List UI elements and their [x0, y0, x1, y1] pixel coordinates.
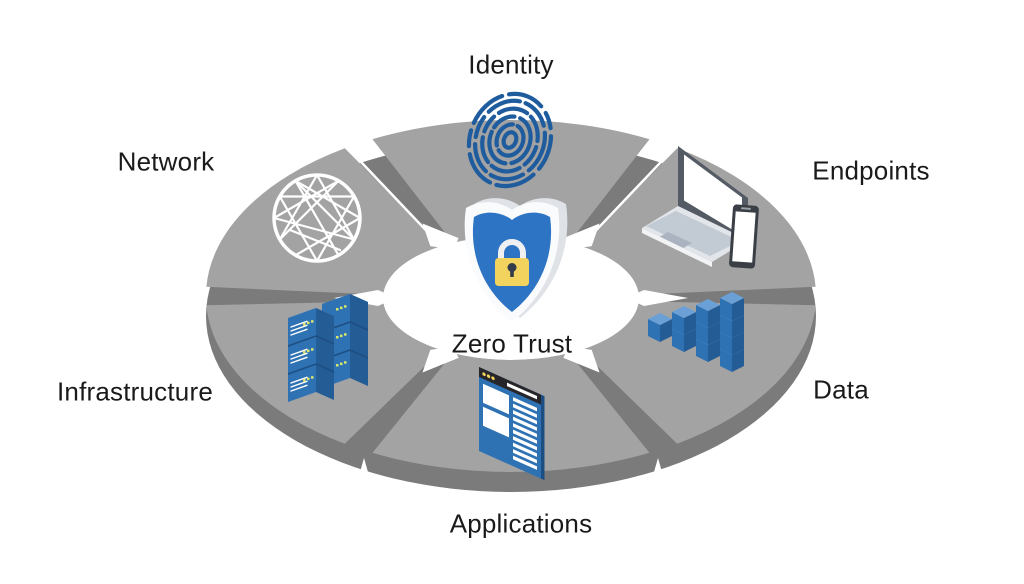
label-endpoints: Endpoints: [812, 155, 930, 186]
fingerprint-icon: [466, 91, 554, 189]
label-data: Data: [813, 374, 869, 405]
shield-lock-icon: [464, 198, 568, 322]
server-rack-icon: [287, 294, 369, 402]
label-identity: Identity: [468, 49, 554, 80]
center-label: Zero Trust: [451, 328, 573, 359]
padlock: [495, 239, 529, 286]
server-leds: [336, 305, 347, 367]
app-window-icon: [479, 367, 545, 481]
server-leds: [303, 320, 314, 382]
label-infrastructure: Infrastructure: [57, 376, 213, 407]
segment-data: [580, 301, 816, 444]
divider-highlight: [585, 149, 674, 242]
segment-identity: [372, 120, 650, 243]
label-applications: Applications: [449, 508, 593, 539]
phone-icon: [729, 204, 759, 269]
server-vents: [290, 320, 308, 392]
divider-highlight: [348, 149, 437, 242]
segment-network: [206, 148, 442, 295]
laptop-icon: [642, 146, 748, 267]
label-network: Network: [117, 146, 215, 177]
network-sphere-icon: [272, 173, 362, 263]
